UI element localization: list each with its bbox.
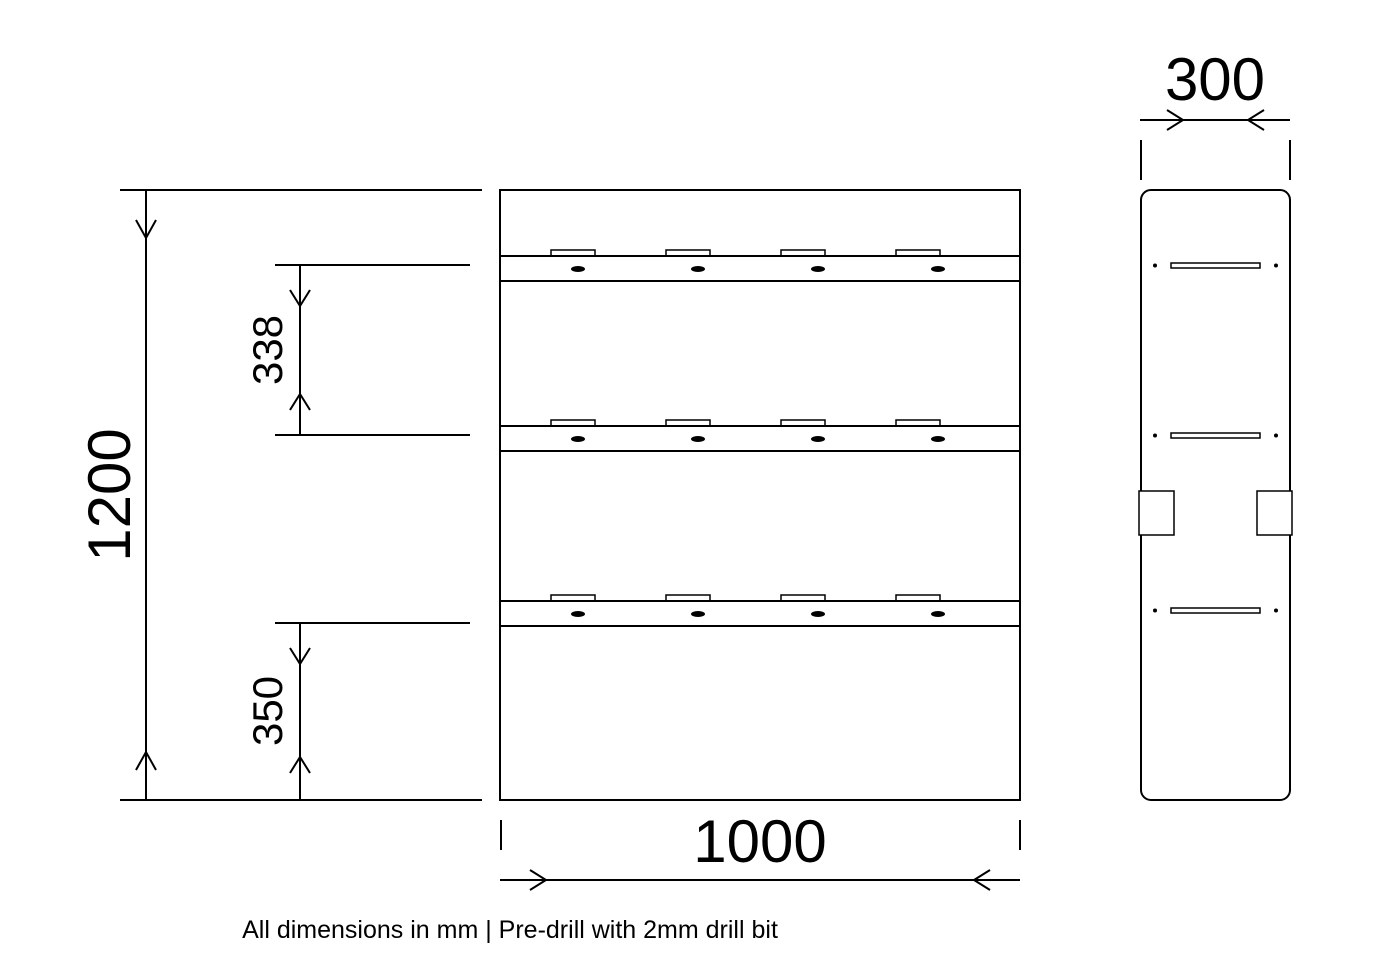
wall-mount-tab: [1256, 490, 1293, 536]
bracket: [895, 419, 941, 427]
drill-hole-icon: [931, 266, 945, 272]
arrow-up-icon: [135, 749, 157, 771]
bracket: [780, 594, 826, 602]
bracket: [665, 249, 711, 257]
wall-mount-tab: [1138, 490, 1175, 536]
arrow-left-icon: [1246, 109, 1265, 131]
arrow-down-icon: [135, 219, 157, 241]
bracket: [550, 594, 596, 602]
drill-hole-icon: [571, 266, 585, 272]
bracket: [550, 419, 596, 427]
depth-dimension-300: 300: [1140, 46, 1291, 180]
bracket: [550, 249, 596, 257]
drill-hole-icon: [571, 436, 585, 442]
bracket: [665, 594, 711, 602]
arrow-down-icon: [289, 289, 311, 308]
screw-hole-icon: [1274, 433, 1278, 438]
caption-note: All dimensions in mm | Pre-drill with 2m…: [242, 916, 778, 944]
arrow-up-icon: [289, 755, 311, 774]
width-dimension-1000: 1000: [500, 808, 1021, 891]
shelf-slot: [1170, 607, 1261, 614]
shelf-rail: [499, 249, 1021, 282]
bracket: [895, 594, 941, 602]
drill-hole-icon: [691, 436, 705, 442]
bracket: [665, 419, 711, 427]
bracket: [780, 419, 826, 427]
arrow-down-icon: [289, 647, 311, 666]
bracket: [895, 249, 941, 257]
drill-hole-icon: [931, 436, 945, 442]
drill-hole-icon: [811, 611, 825, 617]
height-dimension-1200: 1200: [76, 189, 482, 801]
shelf-spacing-dimension: 338: [244, 264, 470, 436]
width-label: 1000: [693, 808, 826, 875]
shelf-spacing-label: 338: [244, 315, 291, 385]
side-view: [1138, 189, 1293, 801]
screw-hole-icon: [1153, 263, 1157, 268]
depth-label: 300: [1165, 46, 1265, 113]
shelf-slot: [1170, 432, 1261, 439]
screw-hole-icon: [1153, 433, 1157, 438]
shelf-rail: [499, 594, 1021, 627]
drill-hole-icon: [931, 611, 945, 617]
arrow-left-icon: [972, 869, 991, 891]
rail: [499, 425, 1021, 452]
arrow-up-icon: [289, 392, 311, 411]
shelf-slot: [1170, 262, 1261, 269]
drill-hole-icon: [691, 611, 705, 617]
bracket: [780, 249, 826, 257]
rail: [499, 600, 1021, 627]
drill-hole-icon: [571, 611, 585, 617]
drill-hole-icon: [691, 266, 705, 272]
screw-hole-icon: [1274, 263, 1278, 268]
arrow-right-icon: [1166, 109, 1185, 131]
drill-hole-icon: [811, 436, 825, 442]
bottom-gap-dimension: 350: [244, 622, 470, 800]
rail: [499, 255, 1021, 282]
height-label: 1200: [76, 428, 143, 561]
drill-hole-icon: [811, 266, 825, 272]
screw-hole-icon: [1153, 608, 1157, 613]
front-panel: [499, 189, 1021, 801]
bottom-gap-label: 350: [244, 676, 291, 746]
arrow-right-icon: [529, 869, 548, 891]
screw-hole-icon: [1274, 608, 1278, 613]
front-view: [499, 189, 1021, 801]
shelf-rail: [499, 419, 1021, 452]
